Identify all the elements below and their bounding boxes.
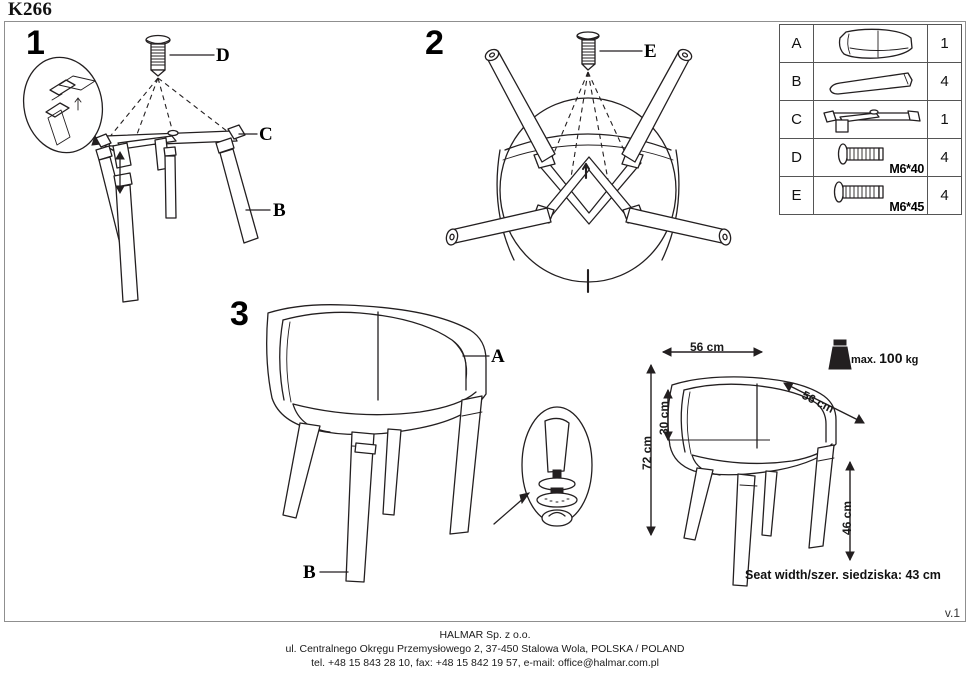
dim-label-total-height: 72 cm <box>640 435 654 470</box>
table-row: B 4 <box>779 62 962 101</box>
part-qty: 4 <box>927 62 962 101</box>
callout-d-step1: D <box>216 45 230 66</box>
screw-icon: M6*40 <box>813 138 928 177</box>
footer-address: ul. Centralnego Okręgu Przemysłowego 2, … <box>285 643 685 655</box>
parts-table: A 1 B <box>779 24 962 215</box>
part-letter: D <box>779 138 814 177</box>
part-letter: B <box>779 62 814 101</box>
page-title: K266 <box>8 0 53 20</box>
part-qty: 1 <box>927 100 962 139</box>
table-row: A 1 <box>779 24 962 63</box>
callout-b-step3: B <box>303 562 316 583</box>
callout-a-step3: A <box>491 346 505 367</box>
table-row: E M6*45 4 <box>779 176 962 215</box>
step-2-number: 2 <box>425 24 444 62</box>
dim-label-width: 56 cm <box>690 340 725 354</box>
max-load-prefix: max. <box>851 354 877 366</box>
max-load-value: 100 <box>879 350 903 366</box>
version-label: v.1 <box>944 606 960 620</box>
table-row: D M6*40 4 <box>779 138 962 177</box>
part-letter: E <box>779 176 814 215</box>
dim-label-backrest-height: 30 cm <box>657 400 671 435</box>
step-3-number: 3 <box>230 295 249 333</box>
screw-spec: M6*40 <box>889 162 924 176</box>
part-qty: 1 <box>927 24 962 63</box>
metal-frame-icon <box>813 100 928 139</box>
screw-spec: M6*45 <box>889 200 924 214</box>
dim-label-seat-height: 46 cm <box>840 500 854 535</box>
seat-width-note: Seat width/szer. siedziska: 43 cm <box>745 568 941 582</box>
callout-b-step1: B <box>273 200 286 221</box>
seat-shell-icon <box>813 24 928 63</box>
callout-c-step1: C <box>259 124 273 145</box>
part-qty: 4 <box>927 138 962 177</box>
max-load-label: max. 100 kg <box>851 350 918 366</box>
footer-company: HALMAR Sp. z o.o. <box>439 629 531 641</box>
part-letter: A <box>779 24 814 63</box>
table-row: C 1 <box>779 100 962 139</box>
callout-e-step2: E <box>644 41 657 62</box>
footer-contact: tel. +48 15 843 28 10, fax: +48 15 842 1… <box>311 657 659 669</box>
step-1-number: 1 <box>26 24 45 62</box>
footer: HALMAR Sp. z o.o. ul. Centralnego Okręgu… <box>0 628 970 670</box>
part-letter: C <box>779 100 814 139</box>
part-qty: 4 <box>927 176 962 215</box>
leg-icon <box>813 62 928 101</box>
screw-icon: M6*45 <box>813 176 928 215</box>
max-load-unit: kg <box>905 354 919 366</box>
